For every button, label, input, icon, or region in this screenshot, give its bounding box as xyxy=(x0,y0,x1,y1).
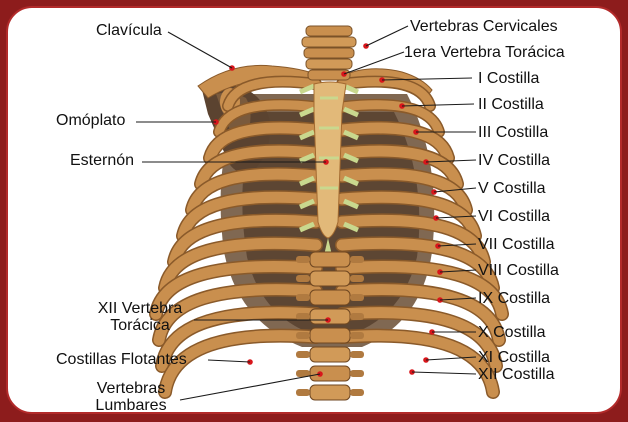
label-costilla-12: XII Costilla xyxy=(478,366,554,383)
label-costilla-6: VI Costilla xyxy=(478,208,550,225)
figure-frame: Clavícula Omóplato Esternón XII Vertebra… xyxy=(6,6,622,414)
label-omoplato: Omóplato xyxy=(56,112,125,129)
label-esternon: Esternón xyxy=(70,152,134,169)
vertebra-process-left-2 xyxy=(296,275,310,282)
cervical-vertebrae xyxy=(302,26,356,80)
label-costilla-4: IV Costilla xyxy=(478,152,550,169)
label-costilla-8: VIII Costilla xyxy=(478,262,559,279)
vertebra-process-right-2 xyxy=(350,275,364,282)
label-costilla-1: I Costilla xyxy=(478,70,539,87)
label-xii-vertebra-line2: Torácica xyxy=(80,317,200,334)
vertebra-process-left-3 xyxy=(296,294,310,301)
label-clavicula: Clavícula xyxy=(96,22,162,39)
label-costilla-3: III Costilla xyxy=(478,124,548,141)
label-xii-vertebra-toracica: XII Vertebra Torácica xyxy=(80,300,200,334)
vertebra-8 xyxy=(310,385,350,400)
rib-left-outline-12 xyxy=(165,336,316,392)
vertebra-process-right-8 xyxy=(350,389,364,396)
label-vertebras-lumbares: Vertebras Lumbares xyxy=(78,380,184,414)
vertebra-5 xyxy=(310,328,350,343)
vertebra-process-left-6 xyxy=(296,351,310,358)
vertebra-process-right-7 xyxy=(350,370,364,377)
label-primera-vertebra-toracica: 1era Vertebra Torácica xyxy=(404,44,565,61)
label-xii-vertebra-line1: XII Vertebra xyxy=(80,300,200,317)
vertebra-process-right-5 xyxy=(350,332,364,339)
label-vertebras-cervicales: Vertebras Cervicales xyxy=(410,18,558,35)
vertebra-2 xyxy=(310,271,350,286)
label-costilla-7: VII Costilla xyxy=(478,236,554,253)
label-costilla-2: II Costilla xyxy=(478,96,544,113)
vertebra-process-left-4 xyxy=(296,313,310,320)
vertebra-6 xyxy=(310,347,350,362)
label-costilla-10: X Costilla xyxy=(478,324,546,341)
label-lumbares-line2: Lumbares xyxy=(78,397,184,414)
vertebra-process-right-4 xyxy=(350,313,364,320)
label-costilla-11: XI Costilla xyxy=(478,349,550,366)
label-costilla-5: V Costilla xyxy=(478,180,546,197)
vertebra-process-right-1 xyxy=(350,256,364,263)
vertebra-process-right-6 xyxy=(350,351,364,358)
vertebra-1 xyxy=(310,252,350,267)
vertebra-process-left-8 xyxy=(296,389,310,396)
vertebra-process-left-5 xyxy=(296,332,310,339)
vertebra-process-right-3 xyxy=(350,294,364,301)
vertebra-process-left-1 xyxy=(296,256,310,263)
vertebra-7 xyxy=(310,366,350,381)
label-costilla-9: IX Costilla xyxy=(478,290,550,307)
label-lumbares-line1: Vertebras xyxy=(78,380,184,397)
vertebra-3 xyxy=(310,290,350,305)
label-costillas-flotantes: Costillas Flotantes xyxy=(56,351,187,368)
